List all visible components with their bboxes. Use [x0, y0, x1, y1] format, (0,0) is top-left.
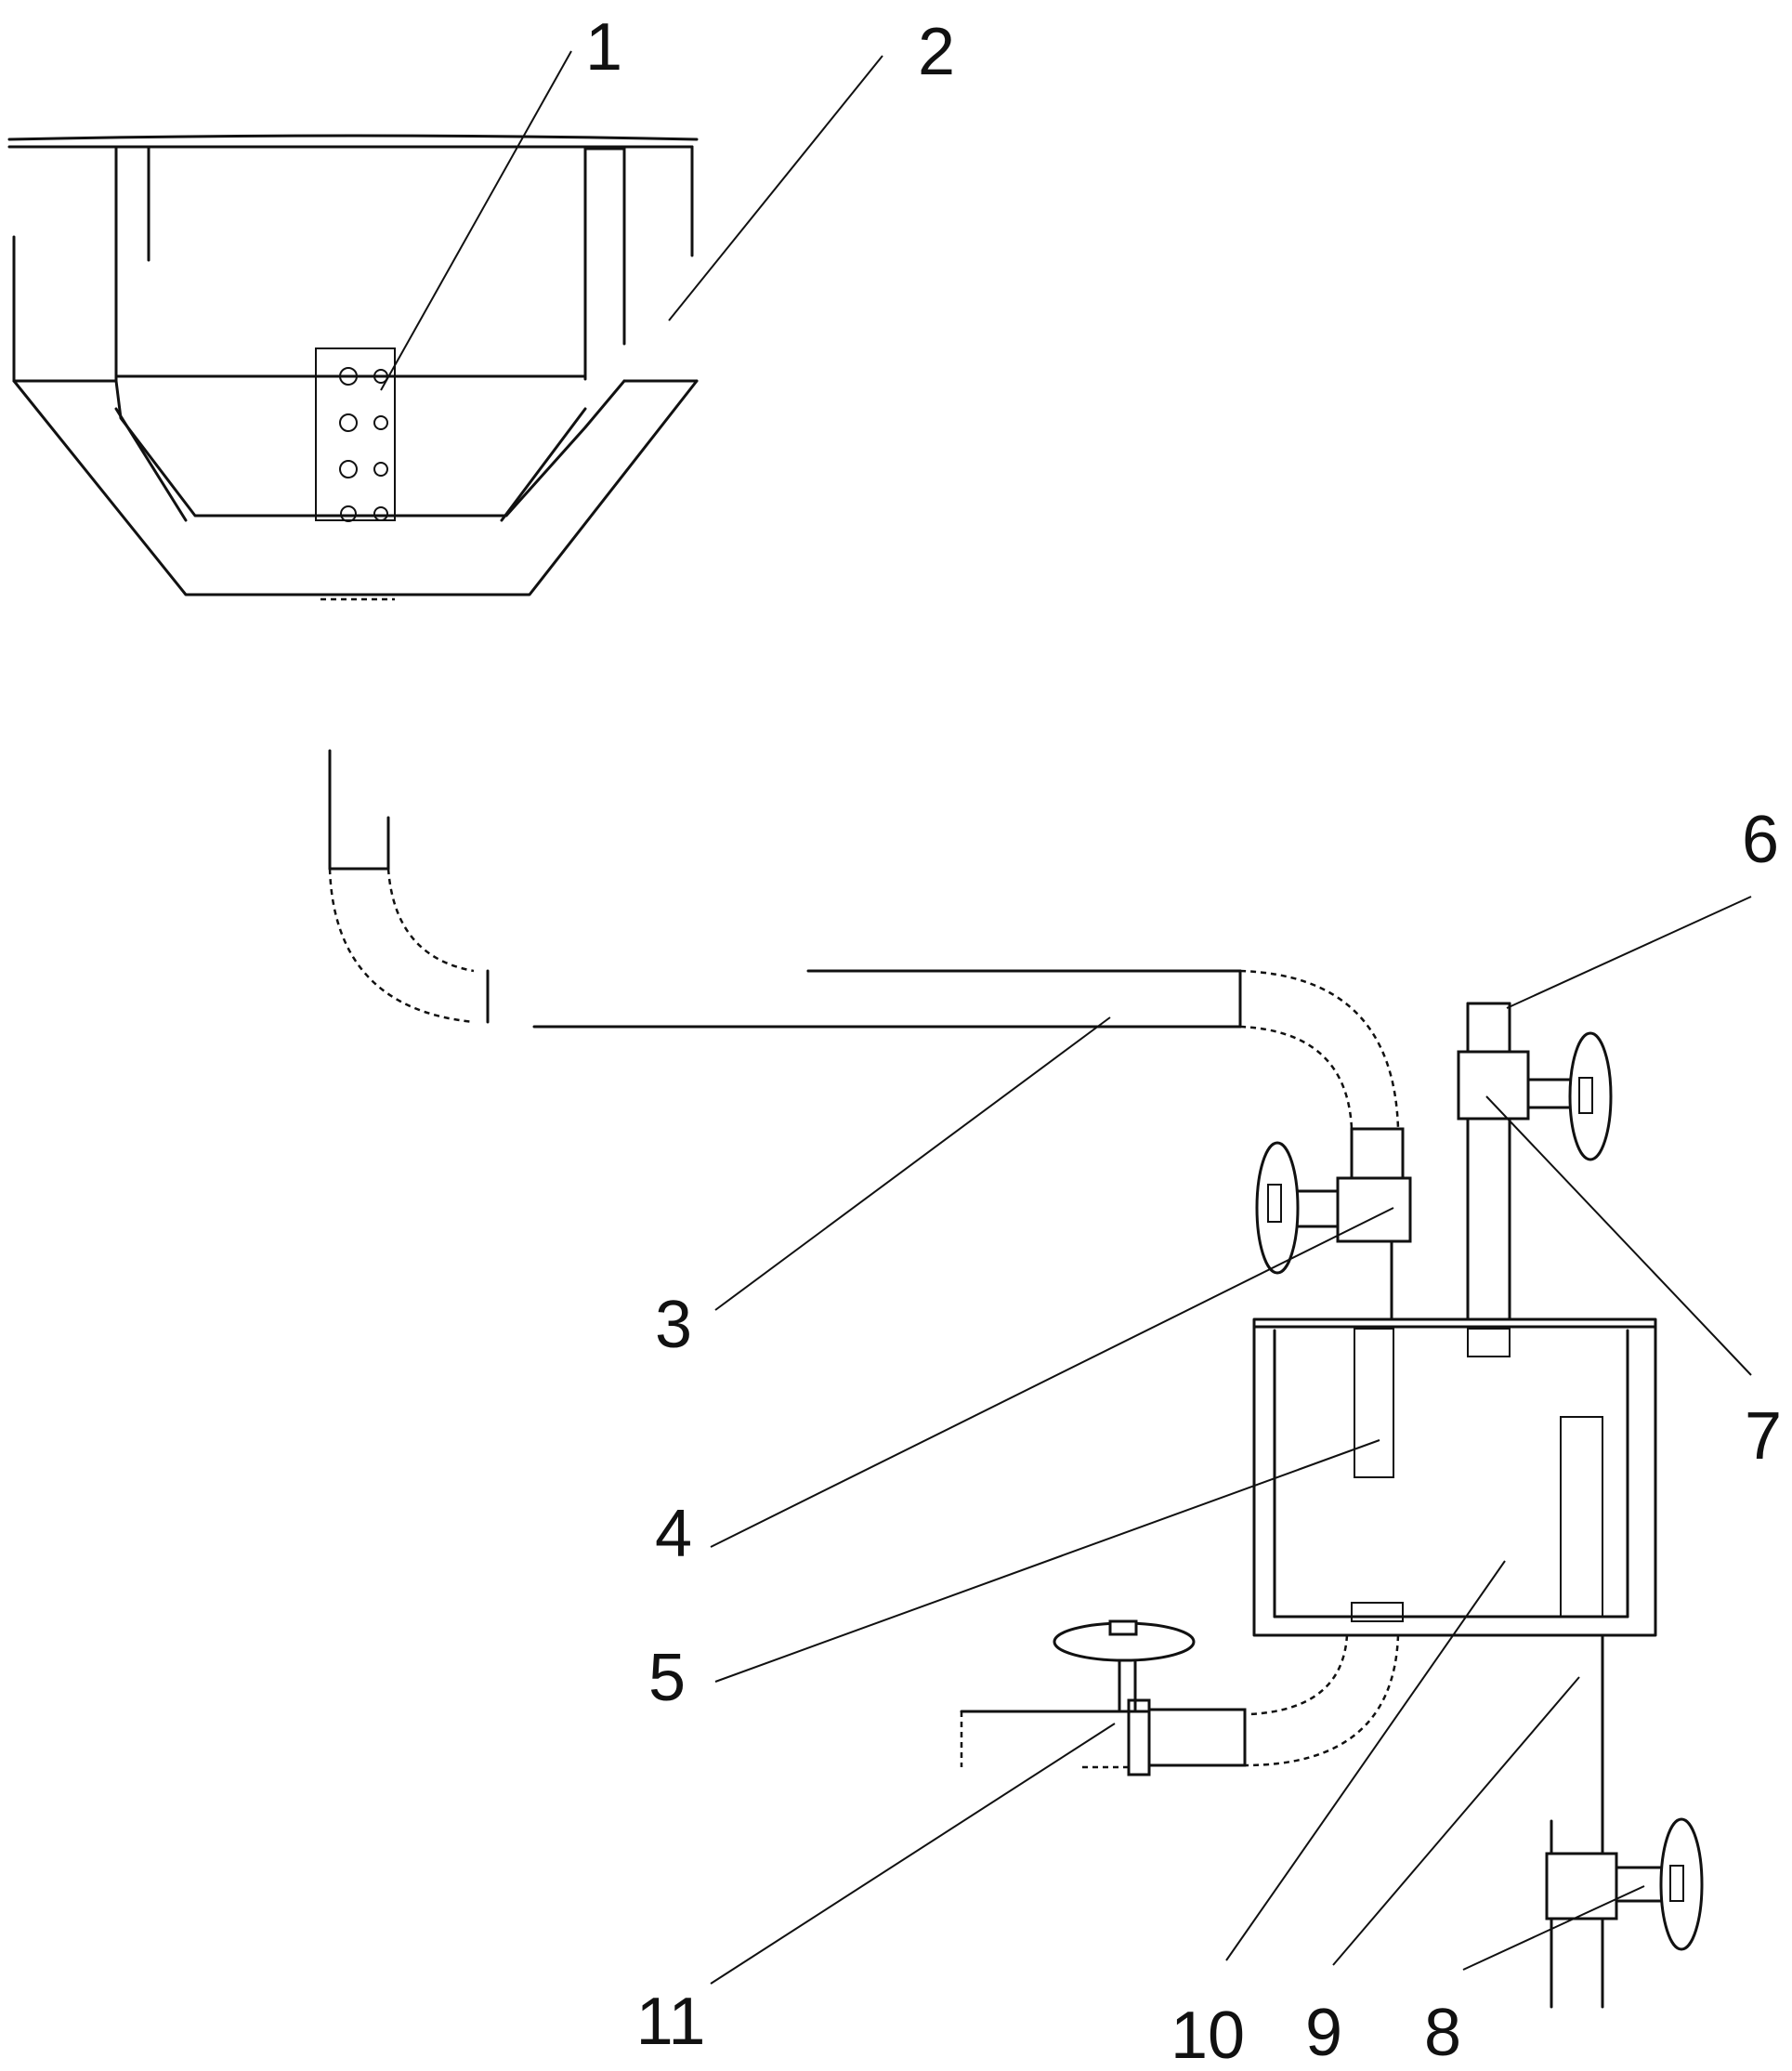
- label-4: 4: [655, 1497, 692, 1571]
- label-9: 9: [1305, 1996, 1342, 2070]
- vent-pipe-valve: [1457, 1002, 1613, 1321]
- label-6: 6: [1742, 803, 1779, 877]
- label-7: 7: [1745, 1399, 1782, 1474]
- label-1: 1: [585, 10, 622, 85]
- perforated-strainer: [315, 347, 396, 522]
- label-3: 3: [655, 1288, 692, 1362]
- inlet-valve: [1255, 1141, 1412, 1321]
- label-2: 2: [918, 15, 955, 89]
- horizontal-pipe: [532, 969, 1405, 1182]
- label-8: 8: [1424, 1996, 1461, 2070]
- settling-tank: [1252, 1317, 1657, 1637]
- part-labels: 1 2 3 4 5 6 7 8 9 10 11: [585, 10, 1782, 2071]
- hopper-vessel: [7, 134, 699, 601]
- label-10: 10: [1171, 1999, 1245, 2071]
- label-5: 5: [648, 1641, 686, 1715]
- side-drain-valve: [960, 1619, 1400, 1776]
- bottom-valve: [1545, 1633, 1704, 2009]
- label-11: 11: [636, 1985, 706, 2059]
- leader-lines: [380, 50, 1752, 1985]
- drain-pipe: [328, 749, 490, 1024]
